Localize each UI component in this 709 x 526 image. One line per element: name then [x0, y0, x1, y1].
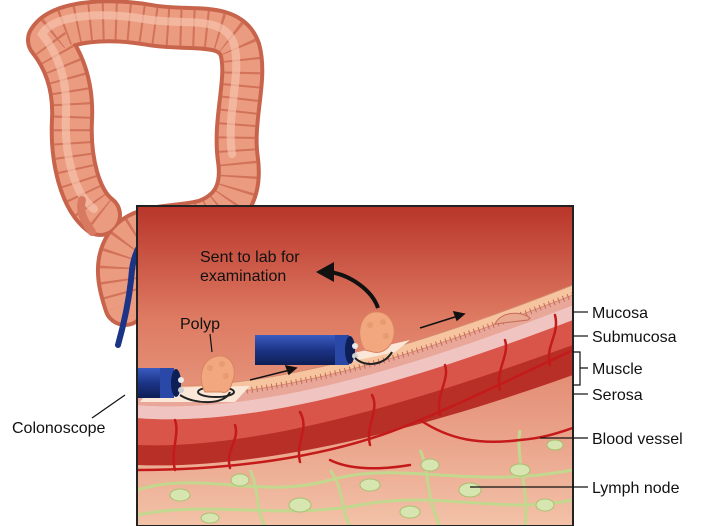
submucosa-label: Submucosa	[592, 329, 677, 346]
sent-to-lab-label-line2: examination	[200, 268, 286, 285]
colonoscope-label: Colonoscope	[12, 420, 106, 437]
polyp-middle	[360, 312, 395, 353]
colonoscope-leader-line	[92, 395, 125, 418]
blood-vessel-label: Blood vessel	[592, 431, 683, 448]
mucosa-label: Mucosa	[592, 305, 648, 322]
serosa-label: Serosa	[592, 387, 643, 404]
lymph-node-label: Lymph node	[592, 480, 680, 497]
polyp-label: Polyp	[180, 316, 220, 333]
muscle-label: Muscle	[592, 361, 643, 378]
tissue-cross-section	[70, 206, 573, 526]
colonoscope-middle	[255, 335, 358, 365]
muscle-bracket	[573, 352, 588, 385]
sent-to-lab-label-line1: Sent to lab for	[200, 249, 300, 266]
